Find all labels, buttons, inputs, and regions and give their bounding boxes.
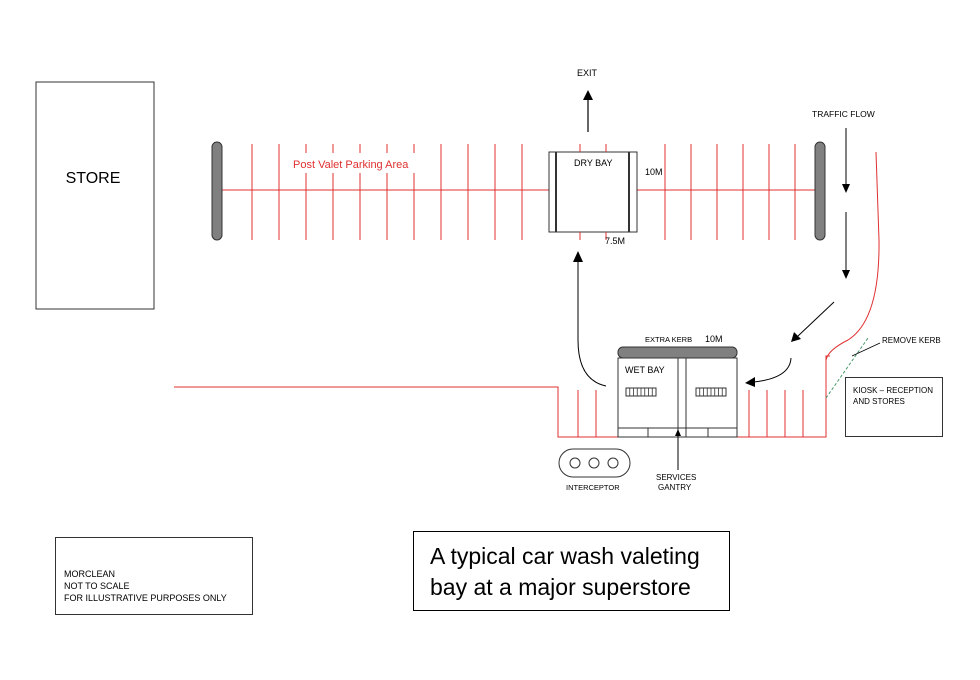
wet-bay-grille-left [625, 387, 657, 397]
traffic-arrow-4-shaft [753, 357, 792, 383]
services-gantry-label-line1: SERVICES [656, 473, 696, 482]
remove-kerb-pointer [851, 342, 881, 357]
disclaimer-note-box: MORCLEAN NOT TO SCALE FOR ILLUSTRATIVE P… [55, 537, 253, 615]
remove-kerb-label: REMOVE KERB [882, 336, 941, 345]
exit-label: EXIT [577, 68, 598, 78]
dry-bay-length-label: 10M [645, 167, 663, 177]
dry-bay [548, 151, 638, 233]
left-end-kerb [211, 141, 223, 241]
exit-arrowhead [583, 90, 593, 100]
interceptor-label: INTERCEPTOR [566, 483, 620, 492]
kiosk-line-1: KIOSK – RECEPTION [853, 386, 934, 395]
caption-line-1: A typical car wash valeting [430, 543, 700, 569]
right-entry-boundary [825, 151, 880, 361]
caption-line-2: bay at a major superstore [430, 574, 691, 600]
wet-bay-grille-right [695, 387, 727, 397]
services-gantry-label-line2: GANTRY [658, 483, 692, 492]
store-building [35, 81, 155, 310]
interceptor-chamber-2 [588, 457, 600, 469]
dry-bay-width-label: 7.5M [605, 236, 625, 246]
post-valet-parking-label: Post Valet Parking Area [293, 159, 409, 171]
note-line-1: MORCLEAN [64, 569, 116, 579]
interceptor-chamber-1 [569, 457, 581, 469]
note-line-3: FOR ILLUSTRATIVE PURPOSES ONLY [64, 593, 227, 603]
kiosk-line-2: AND STORES [853, 397, 905, 406]
traffic-arrowhead-4 [745, 377, 755, 387]
dry-bay-label: DRY BAY [574, 158, 613, 168]
caption-box: A typical car wash valeting bay at a maj… [413, 531, 730, 611]
note-line-2: NOT TO SCALE [64, 581, 130, 591]
traffic-arrowhead-1 [842, 184, 850, 193]
kiosk-reception-box: KIOSK – RECEPTION AND STORES [845, 377, 943, 437]
traffic-arrow-3-shaft [797, 301, 835, 337]
wet-bay-kerb [617, 346, 738, 359]
extra-kerb-label: EXTRA KERB [645, 335, 692, 344]
parking-label-backing [285, 153, 431, 173]
return-arrow-shaft [577, 260, 607, 387]
interceptor-chamber-3 [607, 457, 619, 469]
wet-bay-label: WET BAY [625, 365, 665, 375]
lower-stall-dividers [577, 390, 804, 437]
store-label: STORE [66, 170, 121, 187]
return-arrowhead [573, 251, 583, 262]
services-gantry-arrowhead [675, 429, 681, 436]
traffic-arrowhead-3 [791, 332, 801, 342]
traffic-arrowhead-2 [842, 270, 850, 279]
dashed-kerb [825, 337, 869, 399]
wet-bay-length-label: 10M [705, 334, 723, 344]
right-end-kerb [814, 141, 826, 241]
traffic-flow-label: TRAFFIC FLOW [812, 109, 875, 119]
